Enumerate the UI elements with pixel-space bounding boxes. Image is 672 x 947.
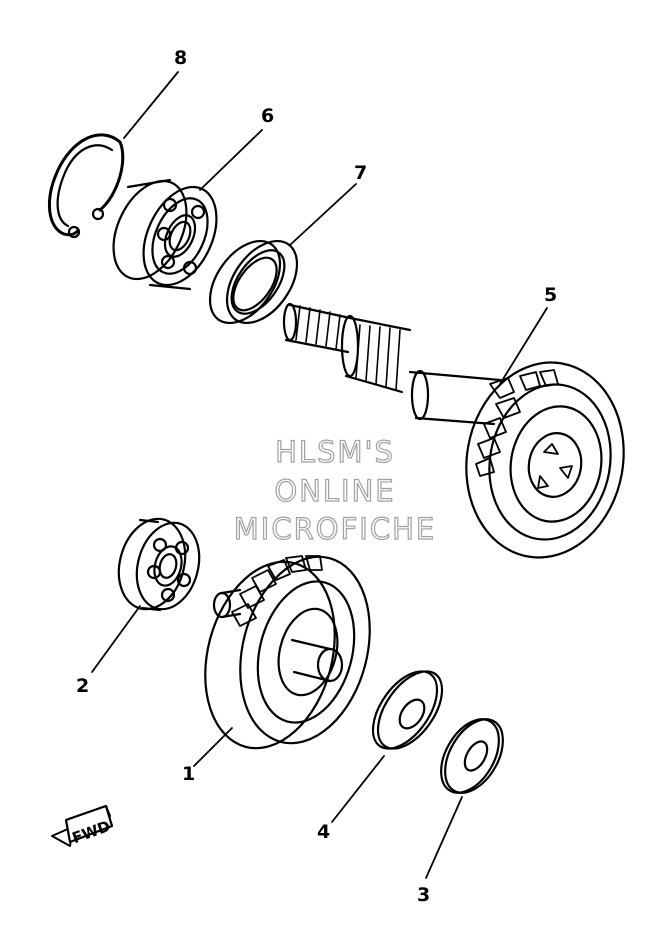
callout-1: 1 — [182, 763, 196, 785]
watermark-line-3: MICROFICHE — [233, 512, 437, 546]
callout-3: 3 — [417, 884, 431, 906]
oil-seal-part-7 — [208, 239, 299, 325]
callout-2: 2 — [76, 675, 90, 697]
circlip-part-8 — [47, 133, 125, 239]
callout-7: 7 — [354, 162, 368, 184]
washer-part-3 — [440, 718, 504, 794]
watermark-line-1: HLSM'S — [275, 435, 395, 469]
fwd-arrow-icon — [51, 804, 114, 847]
callout-8: 8 — [174, 47, 188, 69]
gear-part-1 — [204, 555, 371, 750]
washer-part-4 — [371, 670, 444, 750]
callout-6: 6 — [261, 105, 275, 127]
bearing-part-6 — [112, 178, 218, 291]
callout-5: 5 — [544, 284, 558, 306]
watermark-line-2: ONLINE — [274, 474, 396, 508]
bearing-part-2 — [117, 517, 201, 612]
shaft-gear-part-5 — [282, 302, 625, 559]
leader-lines — [91, 71, 548, 879]
callout-4: 4 — [317, 821, 331, 843]
